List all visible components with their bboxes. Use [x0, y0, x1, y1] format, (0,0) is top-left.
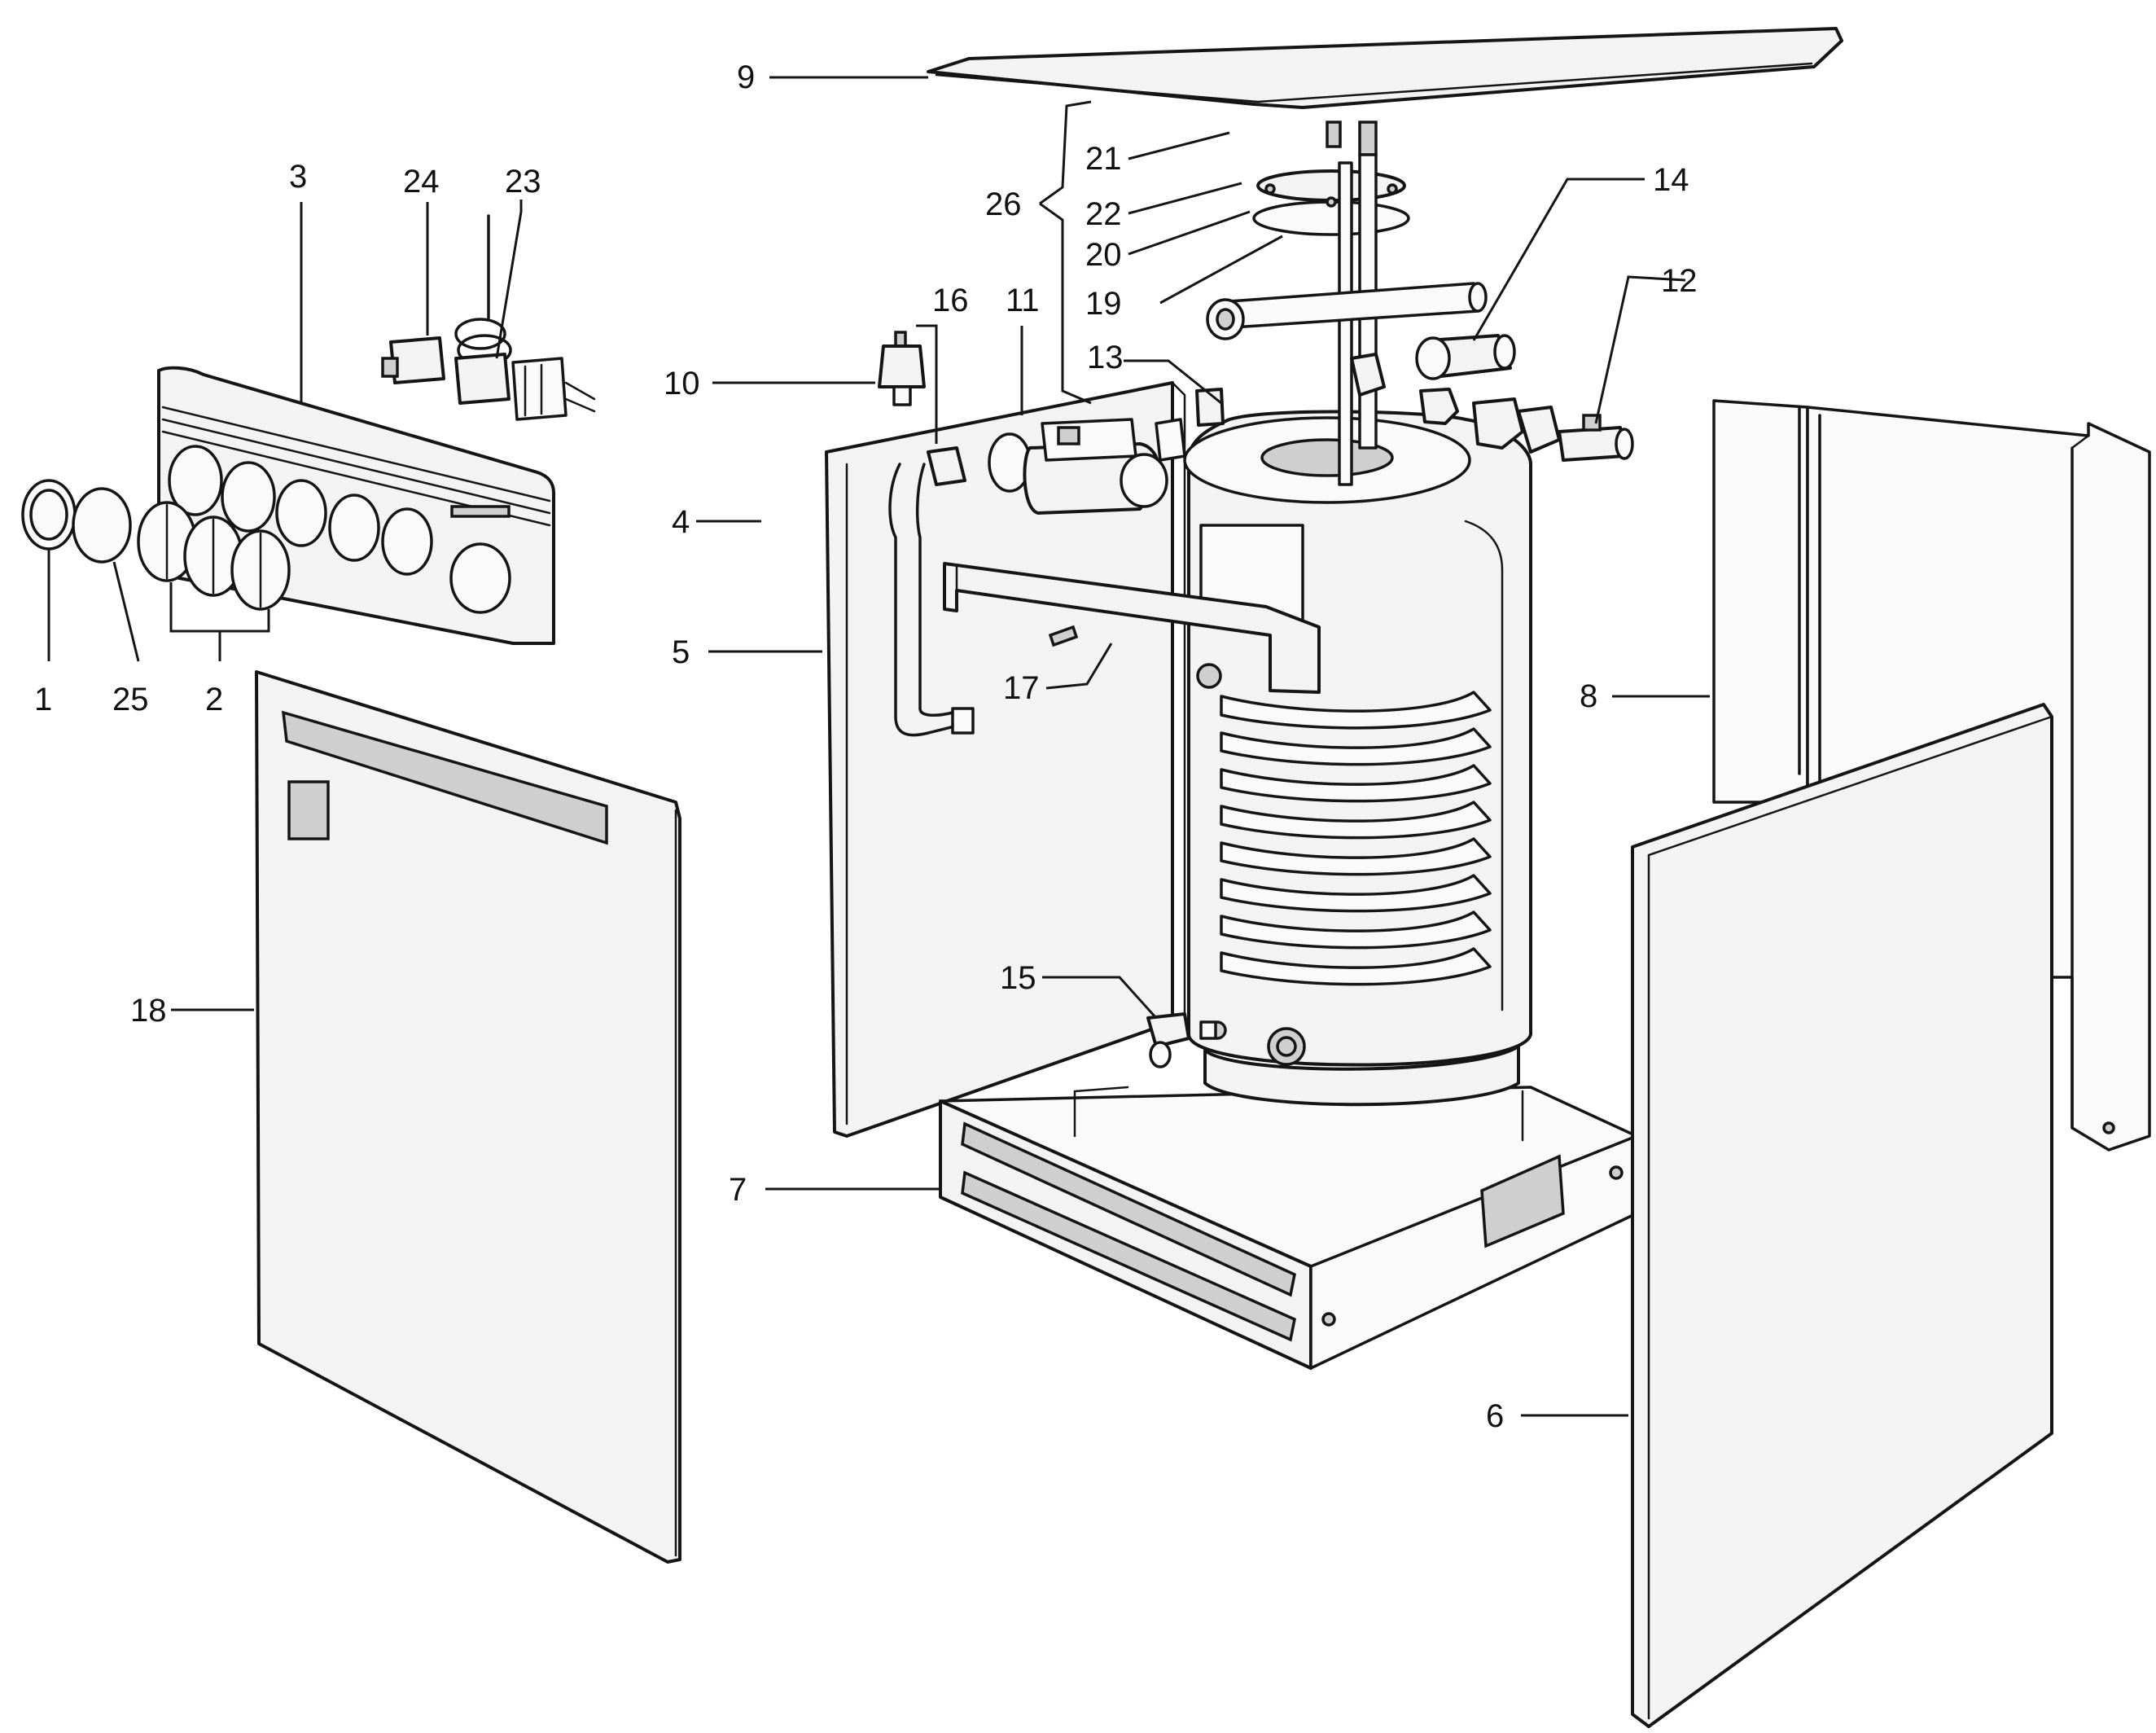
control-panel-fascia [157, 366, 555, 645]
valve-fitting [1415, 334, 1516, 380]
callout-16: 16 [932, 283, 969, 318]
support-bracket [943, 562, 1321, 694]
callout-5: 5 [672, 634, 690, 670]
callout-1: 1 [34, 682, 52, 717]
callout-11: 11 [1006, 283, 1040, 318]
selector-switch [381, 336, 445, 384]
front-door-panel [255, 670, 681, 1564]
callout-14: 14 [1653, 162, 1689, 198]
callout-4: 4 [672, 504, 690, 540]
loop-pipe [888, 446, 975, 737]
heating-coil [1220, 691, 1492, 986]
leader-lines [47, 76, 1710, 1417]
drain-cock [1558, 414, 1634, 462]
callout-8: 8 [1580, 678, 1597, 714]
callout-9: 9 [737, 59, 755, 95]
callout-15: 15 [1000, 960, 1036, 996]
flow-pipe [1206, 282, 1488, 340]
callout-17: 17 [1003, 670, 1040, 706]
callout-23: 23 [505, 164, 541, 200]
callout-13: 13 [1087, 340, 1124, 375]
logo-badge [287, 780, 330, 840]
bolt [1326, 121, 1342, 148]
callout-25: 25 [112, 682, 149, 717]
callout-2: 2 [205, 682, 223, 717]
callout-24: 24 [403, 164, 440, 200]
callout-21: 21 [1085, 141, 1122, 177]
thermostat [454, 214, 596, 421]
flange-cover [1256, 169, 1406, 202]
left-side-panel [825, 381, 1186, 1138]
control-knobs [137, 501, 291, 611]
callout-12: 12 [1661, 263, 1698, 299]
right-side-panel [1631, 703, 2053, 1728]
gauge-bezel [72, 487, 132, 564]
thermometer-gauge [21, 479, 77, 551]
callout-7: 7 [729, 1172, 747, 1208]
elbow-fittings [1419, 388, 1561, 454]
callout-20: 20 [1085, 237, 1122, 273]
callout-labels: 1 2 3 4 5 6 7 8 9 10 11 12 13 14 15 16 1… [34, 59, 1698, 1434]
model-badge [450, 505, 511, 518]
callout-18: 18 [130, 993, 167, 1029]
bleed-valve [878, 331, 926, 406]
cylinder-tank [1183, 410, 1532, 1107]
callout-3: 3 [289, 159, 307, 195]
top-lid [927, 27, 1843, 109]
callout-19: 19 [1085, 286, 1122, 322]
callout-10: 10 [664, 366, 700, 401]
drain-tap [1146, 1012, 1217, 1068]
callout-6: 6 [1486, 1398, 1504, 1434]
callout-22: 22 [1085, 196, 1122, 232]
base-tray [939, 1086, 1638, 1370]
circulating-pump [988, 388, 1225, 515]
callout-26: 26 [985, 186, 1022, 222]
